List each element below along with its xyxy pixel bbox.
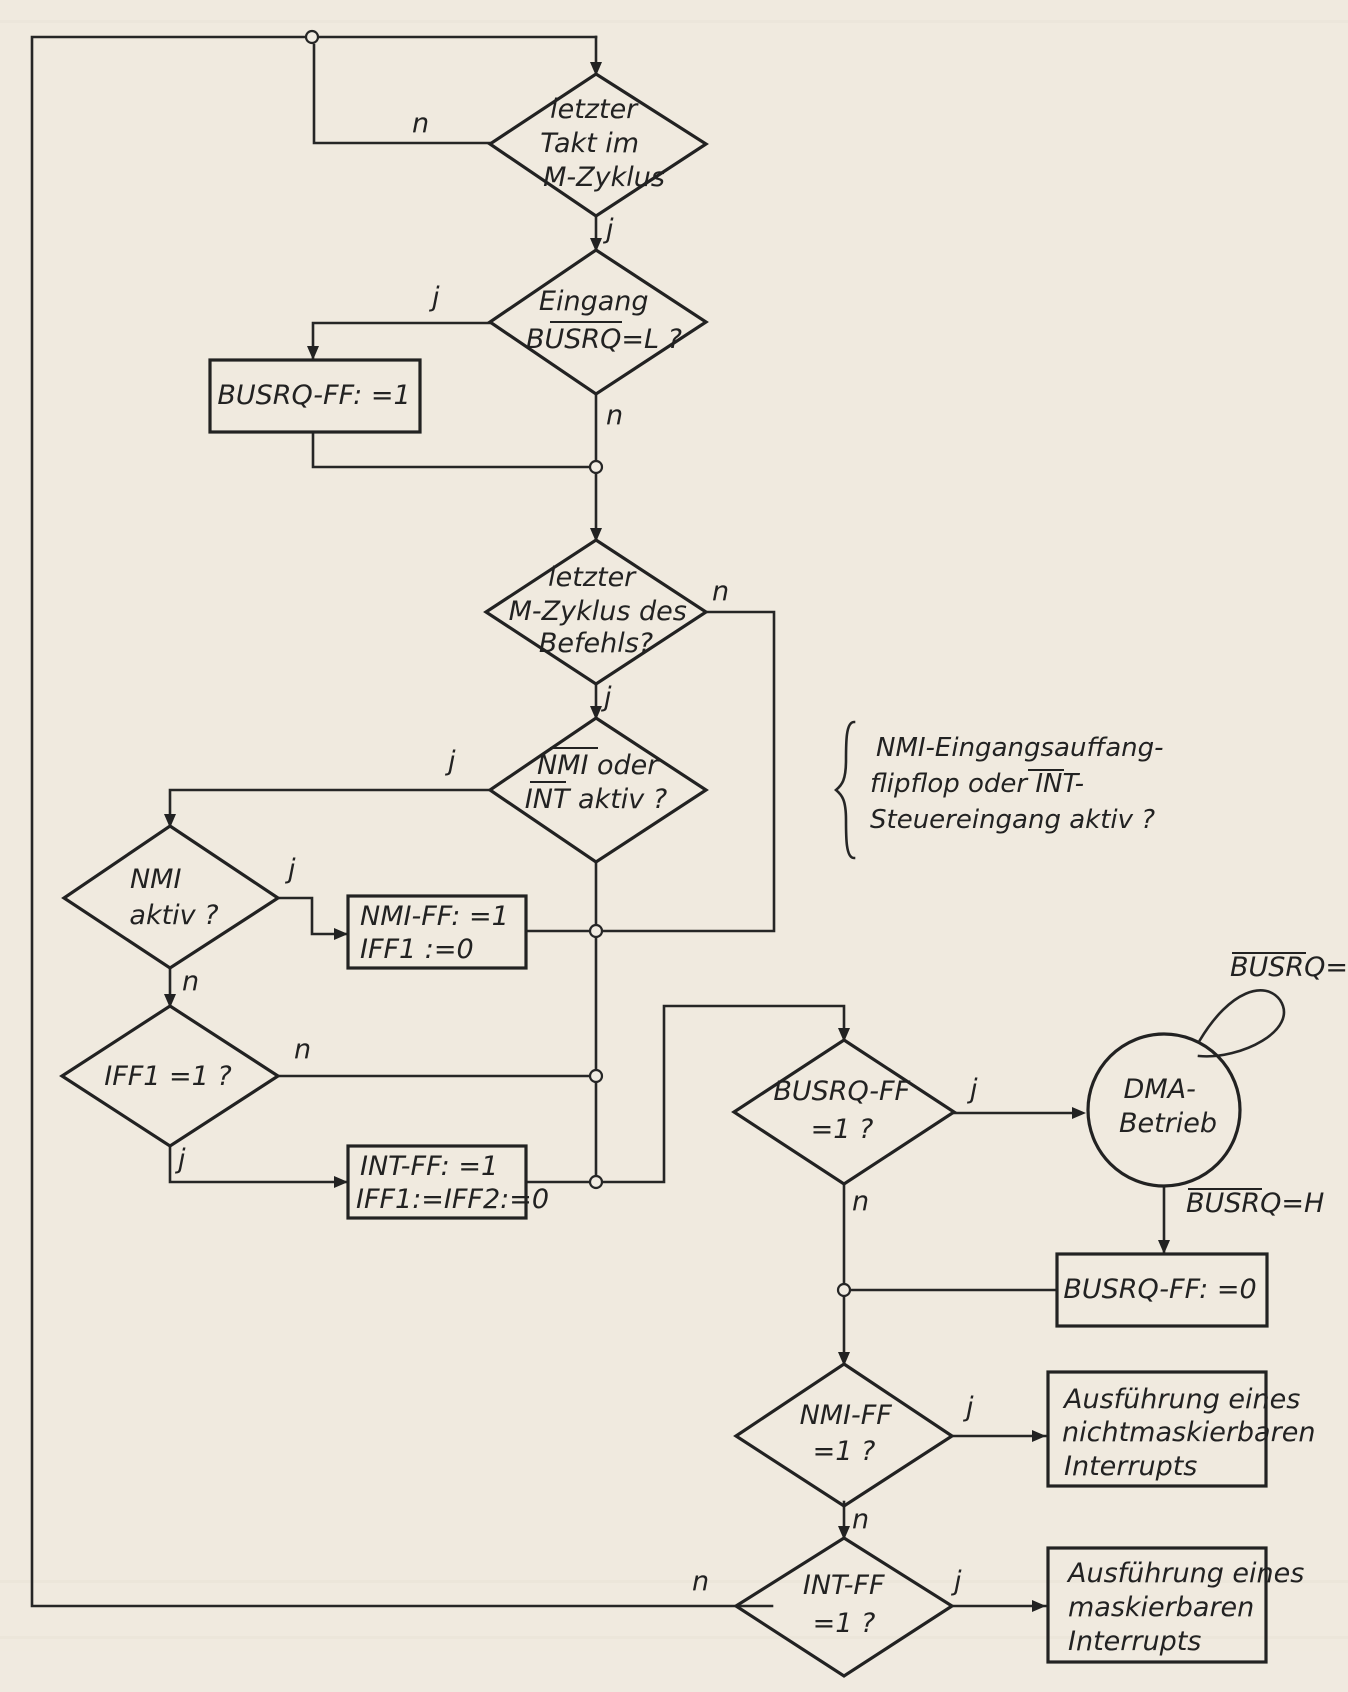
state-dma-betrieb: DMA- Betrieb: [1086, 1032, 1242, 1188]
node-line: Interrupts: [1068, 1626, 1201, 1657]
node-line: INT aktiv ?: [525, 784, 667, 815]
junction-top: [304, 29, 320, 45]
svg-text:IFF1 =1 ?: IFF1 =1 ?: [104, 1061, 232, 1092]
junction-after-iff1: [588, 1068, 604, 1084]
node-line: maskierbaren: [1068, 1592, 1254, 1623]
node-line: nichtmaskierbaren: [1062, 1417, 1315, 1448]
decision-nmi-ff: NMI-FF =1 ?: [733, 1362, 955, 1508]
label-no: n: [294, 1034, 311, 1065]
node-line: Befehls?: [539, 628, 653, 659]
annotation-line: Steuereingang aktiv ?: [870, 805, 1155, 835]
node-line: NMI: [130, 864, 181, 895]
label-no: n: [852, 1504, 869, 1535]
svg-text:NMI-Eingangsauffang- fli: NMI-Eingangsauffang- flipflop oder INT- …: [870, 733, 1172, 835]
node-line: INT-FF: =1: [360, 1151, 498, 1182]
annotation-line: NMI-Eingangsauffang-: [876, 733, 1164, 763]
svg-text:BUSRQ=H: BUSRQ=H: [1186, 1188, 1324, 1219]
process-busrq-ff-reset: BUSRQ-FF: =0: [1055, 1252, 1269, 1328]
junction-after-busrq-reset: [836, 1282, 852, 1298]
process-int-ff-set: INT-FF: =1 IFF1:=IFF2:=0: [346, 1144, 549, 1220]
svg-text:letzter M-Zyklus des: letzter M-Zyklus des Befehls?: [509, 562, 696, 659]
decision-eingang-busrq: Eingang BUSRQ=L ?: [487, 248, 709, 396]
junctions: [304, 29, 852, 1298]
label-no: n: [852, 1186, 869, 1217]
label-no: n: [712, 576, 729, 607]
node-line: IFF1:=IFF2:=0: [356, 1184, 549, 1215]
node-line: Ausführung eines: [1062, 1384, 1300, 1415]
svg-text:Ausführung eines nichtma: Ausführung eines nichtmaskierbaren Inter…: [1062, 1384, 1324, 1482]
process-nmi-ff-set: NMI-FF: =1 IFF1 :=0: [346, 894, 528, 970]
node-line: aktiv ?: [129, 900, 218, 931]
svg-text:BUSRQ=L: BUSRQ=L: [1230, 952, 1348, 983]
svg-text:NMI-FF =1 ?: NMI-FF =1 ?: [800, 1400, 901, 1467]
annotation-nmi-int-explanation: NMI-Eingangsauffang- flipflop oder INT- …: [870, 733, 1172, 835]
node-line: =1 ?: [813, 1436, 876, 1467]
label-no: n: [182, 966, 199, 997]
svg-text:NMI oder INT aktiv ?: NMI oder INT aktiv ?: [525, 750, 667, 815]
node-line: =1 ?: [811, 1114, 874, 1145]
junction-after-eingang: [588, 459, 604, 475]
decision-nmi-aktiv: NMI aktiv ?: [61, 824, 281, 970]
node-line: BUSRQ=L ?: [526, 324, 682, 355]
node-line: INT-FF: [803, 1570, 885, 1601]
label-no: n: [412, 108, 429, 139]
process-ausfuehrung-int: Ausführung eines maskierbaren Interrupts: [1046, 1546, 1313, 1664]
node-line: Takt im: [540, 128, 639, 159]
node-line: NMI-FF: [800, 1400, 893, 1431]
node-line: BUSRQ-FF: =0: [1063, 1274, 1256, 1305]
node-line: Ausführung eines: [1066, 1558, 1304, 1589]
decision-busrq-ff: BUSRQ-FF =1 ?: [731, 1038, 957, 1186]
svg-text:Eingang BUSRQ=L ?: Eingang BUSRQ=L ?: [526, 286, 682, 355]
svg-text:NMI aktiv ?: NMI aktiv ?: [129, 864, 218, 931]
node-line: IFF1 =1 ?: [104, 1061, 232, 1092]
decision-letzter-takt: letzter Takt im M-Zyklus: [487, 72, 709, 218]
node-line: IFF1 :=0: [360, 934, 474, 965]
label-busrq-low: BUSRQ=L: [1230, 952, 1348, 983]
node-line: M-Zyklus: [543, 162, 665, 193]
node-line: =1 ?: [813, 1608, 876, 1639]
node-line: M-Zyklus des: [509, 596, 687, 627]
svg-text:BUSRQ-FF: =1: BUSRQ-FF: =1: [217, 380, 410, 411]
node-line: NMI oder: [537, 750, 660, 781]
svg-text:DMA- Betrieb: DMA- Betrieb: [1119, 1074, 1217, 1139]
svg-text:BUSRQ-FF =1 ?: BUSRQ-FF =1 ?: [773, 1076, 918, 1145]
svg-text:Ausführung eines maskier: Ausführung eines maskierbaren Interrupts: [1066, 1558, 1313, 1657]
svg-text:BUSRQ-FF: =0: BUSRQ-FF: =0: [1063, 1274, 1256, 1305]
process-busrq-ff-set: BUSRQ-FF: =1: [208, 358, 422, 434]
node-line: letzter: [550, 94, 639, 125]
svg-text:letzter Takt im M-: letzter Takt im M-Zyklus: [540, 94, 665, 193]
svg-text:NMI-FF: =1 IFF1 :=0: NMI-FF: =1 IFF1 :=0: [360, 901, 517, 965]
decision-int-ff: INT-FF =1 ?: [733, 1536, 955, 1678]
node-line: BUSRQ-FF: [773, 1076, 910, 1107]
svg-text:INT-FF: =1 IFF1:=IFF2:=0: INT-FF: =1 IFF1:=IFF2:=0: [356, 1151, 549, 1215]
junction-after-int-ff: [588, 1174, 604, 1190]
junction-after-nmi-ff: [588, 923, 604, 939]
decision-letzter-m-zyklus: letzter M-Zyklus des Befehls?: [483, 538, 709, 686]
node-line: Interrupts: [1064, 1451, 1197, 1482]
arrowheads: [164, 62, 1170, 1612]
label-busrq-high: BUSRQ=H: [1186, 1188, 1324, 1219]
decision-nmi-oder-int: NMI oder INT aktiv ?: [487, 716, 709, 864]
node-line: Betrieb: [1119, 1108, 1217, 1139]
label-no: n: [692, 1566, 709, 1597]
connectors: [30, 35, 1286, 1608]
label-no: n: [606, 400, 623, 431]
node-line: letzter: [548, 562, 637, 593]
decision-iff1: IFF1 =1 ?: [59, 1004, 281, 1148]
annotation-line: flipflop oder INT-: [870, 769, 1084, 799]
svg-text:INT-FF =1 ?: INT-FF =1 ?: [803, 1570, 893, 1639]
node-line: NMI-FF: =1: [360, 901, 509, 932]
node-line: DMA-: [1124, 1074, 1196, 1105]
process-ausfuehrung-nmi: Ausführung eines nichtmaskierbaren Inter…: [1046, 1370, 1324, 1488]
node-line: BUSRQ-FF: =1: [217, 380, 410, 411]
node-line: Eingang: [539, 286, 649, 317]
